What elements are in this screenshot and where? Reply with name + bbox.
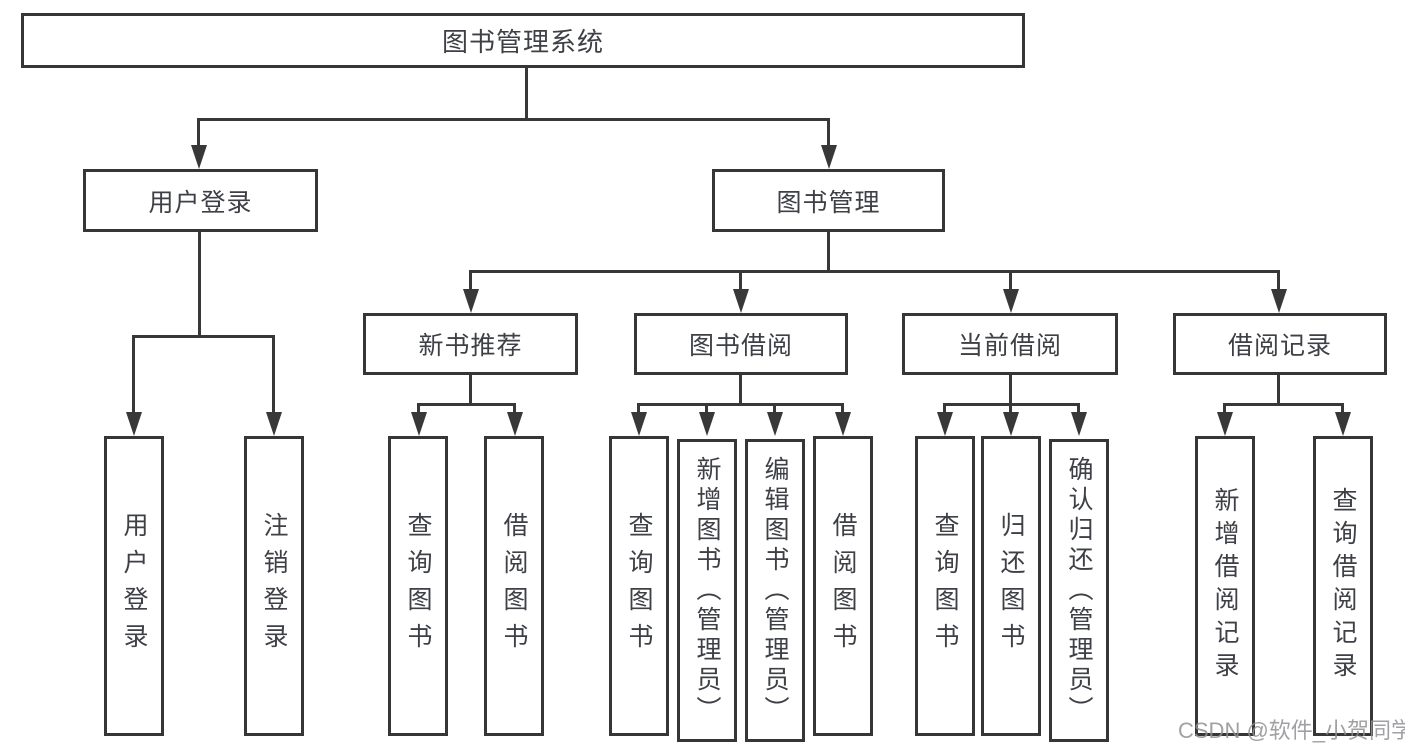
arrowhead-icon <box>937 412 953 436</box>
arrowhead-icon <box>507 412 523 436</box>
arrowhead-icon <box>191 145 207 169</box>
leaf-label: 新增图书（管理员） <box>693 455 721 726</box>
arrowhead-icon <box>699 412 715 436</box>
connector-line <box>827 232 830 270</box>
arrowhead-icon <box>767 412 783 436</box>
connector-line <box>637 403 640 415</box>
connector-line <box>637 403 844 406</box>
leaf-user-login: 用户登录 <box>104 436 164 736</box>
leaf-confirm-return-admin: 确认归还（管理员） <box>1049 439 1109 742</box>
node-new-book-recommendation: 新书推荐 <box>363 313 578 375</box>
arrowhead-icon <box>1217 412 1233 436</box>
leaf-label: 新增借阅记录 <box>1211 487 1239 685</box>
node-label: 图书管理系统 <box>441 27 604 57</box>
connector-line <box>1223 403 1343 406</box>
connector-line <box>417 403 516 406</box>
arrowhead-icon <box>1271 289 1287 313</box>
node-library-management-system: 图书管理系统 <box>21 13 1025 68</box>
connector-line <box>1223 403 1226 415</box>
connector-line <box>469 270 1280 273</box>
arrowhead-icon <box>835 412 851 436</box>
leaf-query-books-borrow: 查询图书 <box>609 436 669 736</box>
arrowhead-icon <box>631 412 647 436</box>
leaf-edit-book-admin: 编辑图书（管理员） <box>745 439 805 742</box>
node-book-management: 图书管理 <box>712 169 945 232</box>
leaf-borrow-books: 借阅图书 <box>813 436 873 736</box>
leaf-logout: 注销登录 <box>244 436 304 736</box>
leaf-label: 编辑图书（管理员） <box>761 455 789 726</box>
connector-line <box>198 232 201 335</box>
arrowhead-icon <box>266 412 282 436</box>
connector-line <box>1009 403 1012 415</box>
arrowhead-icon <box>126 412 142 436</box>
connector-line <box>1277 375 1280 403</box>
connector-line <box>739 270 742 292</box>
leaf-return-book: 归还图书 <box>981 436 1041 736</box>
connector-line <box>739 375 742 403</box>
node-label: 图书管理 <box>776 188 881 217</box>
arrowhead-icon <box>1003 289 1019 313</box>
connector-line <box>469 375 472 403</box>
leaf-label: 归还图书 <box>997 512 1025 660</box>
node-label: 借阅记录 <box>1227 332 1332 360</box>
arrowhead-icon <box>1335 412 1351 436</box>
arrowhead-icon <box>821 145 837 169</box>
connector-line <box>1077 403 1080 415</box>
leaf-add-borrow-record: 新增借阅记录 <box>1195 436 1255 736</box>
leaf-label: 查询图书 <box>404 512 432 660</box>
connector-line <box>132 335 274 338</box>
leaf-query-books-current: 查询图书 <box>915 436 975 736</box>
connector-line <box>1009 375 1012 403</box>
connector-line <box>705 403 708 415</box>
arrowhead-icon <box>733 289 749 313</box>
connector-line <box>943 403 946 415</box>
arrowhead-icon <box>1071 412 1087 436</box>
node-label: 图书借阅 <box>688 332 793 360</box>
leaf-label: 借阅图书 <box>500 512 528 660</box>
leaf-label: 查询图书 <box>625 512 653 660</box>
leaf-borrow-books-recommend: 借阅图书 <box>484 436 544 736</box>
connector-line <box>841 403 844 415</box>
node-label: 当前借阅 <box>957 332 1062 360</box>
connector-line <box>1009 270 1012 292</box>
connector-line <box>1277 270 1280 292</box>
connector-line <box>773 403 776 415</box>
connector-line <box>827 118 830 147</box>
arrowhead-icon <box>463 289 479 313</box>
leaf-add-book-admin: 新增图书（管理员） <box>677 439 737 742</box>
watermark: CSDN @软件_小贺同学 <box>1178 718 1405 743</box>
arrowhead-icon <box>1003 412 1019 436</box>
connector-line <box>272 335 275 414</box>
connector-line <box>469 270 472 292</box>
connector-line <box>198 118 830 121</box>
leaf-label: 注销登录 <box>260 512 288 660</box>
node-label: 用户登录 <box>148 188 253 217</box>
connector-line <box>513 403 516 415</box>
node-user-login: 用户登录 <box>83 169 318 232</box>
leaf-query-borrow-record: 查询借阅记录 <box>1313 436 1373 736</box>
leaf-label: 确认归还（管理员） <box>1065 455 1093 726</box>
node-label: 新书推荐 <box>418 332 523 360</box>
connector-line <box>132 335 135 414</box>
leaf-label: 查询借阅记录 <box>1329 487 1357 685</box>
connector-line <box>417 403 420 415</box>
node-borrowing-records: 借阅记录 <box>1173 313 1387 375</box>
leaf-label: 查询图书 <box>931 512 959 660</box>
leaf-query-books-recommend: 查询图书 <box>388 436 448 736</box>
connector-line <box>1341 403 1344 415</box>
leaf-label: 借阅图书 <box>829 512 857 660</box>
node-book-borrowing: 图书借阅 <box>634 313 848 375</box>
arrowhead-icon <box>411 412 427 436</box>
leaf-label: 用户登录 <box>120 512 148 660</box>
connector-line <box>197 118 200 147</box>
connector-line <box>525 68 528 118</box>
node-current-borrowing: 当前借阅 <box>902 313 1118 375</box>
